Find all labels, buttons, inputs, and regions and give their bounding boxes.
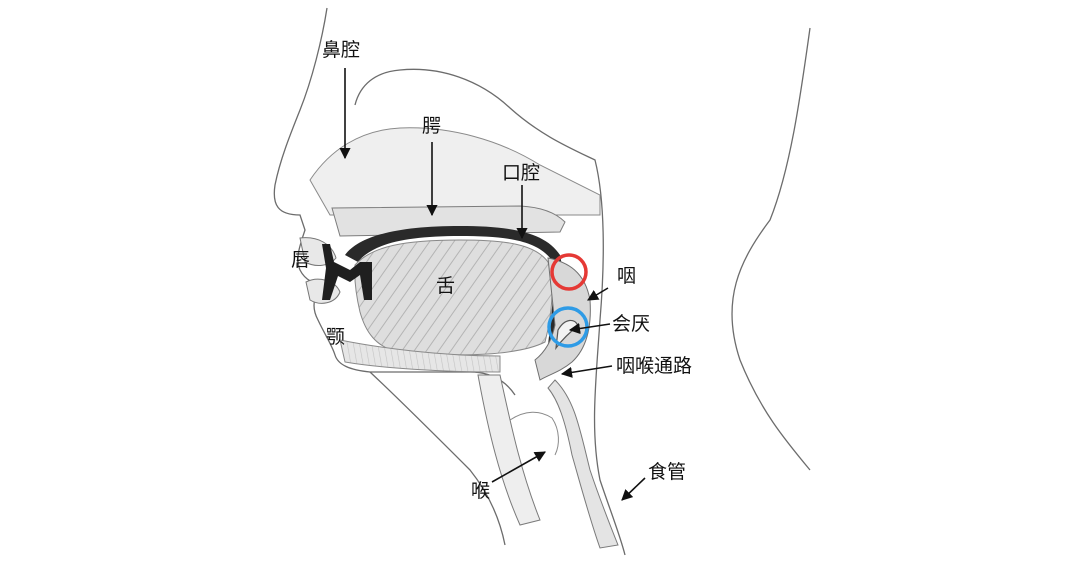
esophagus-arrow: [621, 477, 646, 501]
palate-label: 腭: [422, 115, 441, 137]
back-of-head: [354, 68, 626, 556]
tongue-shape: [354, 239, 553, 356]
lip-label: 唇: [291, 249, 310, 271]
epiglottis-label: 会厌: [612, 313, 650, 335]
pharynx-label: 咽: [617, 265, 636, 287]
posterior-neck: [731, 27, 811, 471]
epiglottis-arrow: [568, 322, 611, 335]
tongue-label: 舌: [436, 275, 455, 297]
nasal-cavity-label: 鼻腔: [322, 39, 360, 61]
jaw-label: 颚: [326, 326, 345, 348]
larynx-label: 喉: [471, 480, 490, 502]
larynx-tube: [477, 374, 541, 526]
larynx-arrow: [491, 451, 546, 483]
nasal-cavity-region: [309, 127, 601, 216]
lip-dark-mark: [322, 244, 372, 300]
pharynx-arrow: [587, 287, 609, 301]
oral-cavity-label: 口腔: [502, 162, 540, 184]
esophagus-tube: [547, 379, 619, 549]
pharyngeal-passage-label: 咽喉通路: [616, 355, 692, 377]
pharyngeal-passage-arrow: [560, 365, 613, 378]
larynx-fold: [509, 411, 559, 456]
pharynx-highlight-circle: [550, 253, 588, 291]
head-outline: [273, 7, 516, 396]
esophagus-label: 食管: [648, 461, 686, 483]
neck-front: [369, 371, 506, 546]
jaw-muscles: [339, 339, 501, 373]
